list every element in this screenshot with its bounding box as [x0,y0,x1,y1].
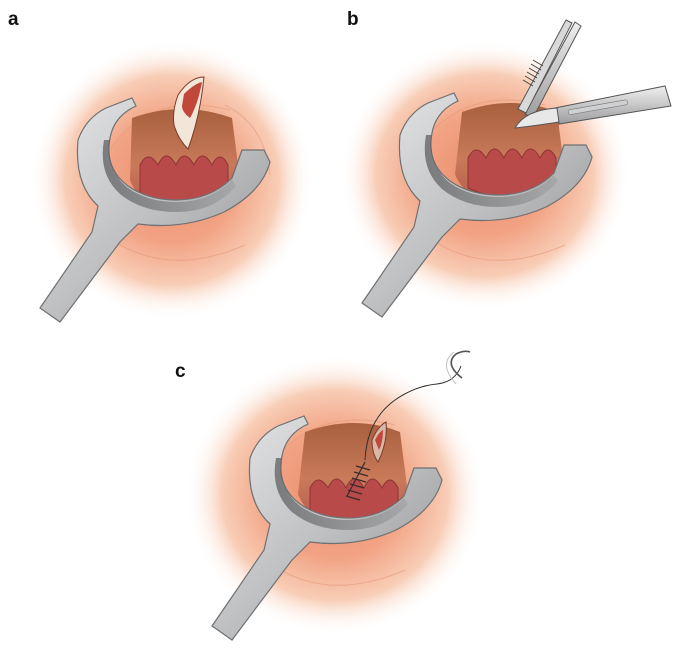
panel-label-c: c [175,361,186,382]
forceps-icon [517,19,582,119]
suture-needle-icon [364,350,471,461]
sutured-incision [345,421,387,501]
panel-label-b: b [347,9,359,30]
anal-retractor [361,92,593,318]
anal-retractor [211,415,443,641]
anal-retractor [39,97,271,323]
scalpel-icon [514,85,672,129]
anal-canal-mucosa [130,109,240,212]
anal-canal-mucosa [455,103,565,206]
panel-label-a: a [8,9,19,30]
fissure [173,76,205,150]
